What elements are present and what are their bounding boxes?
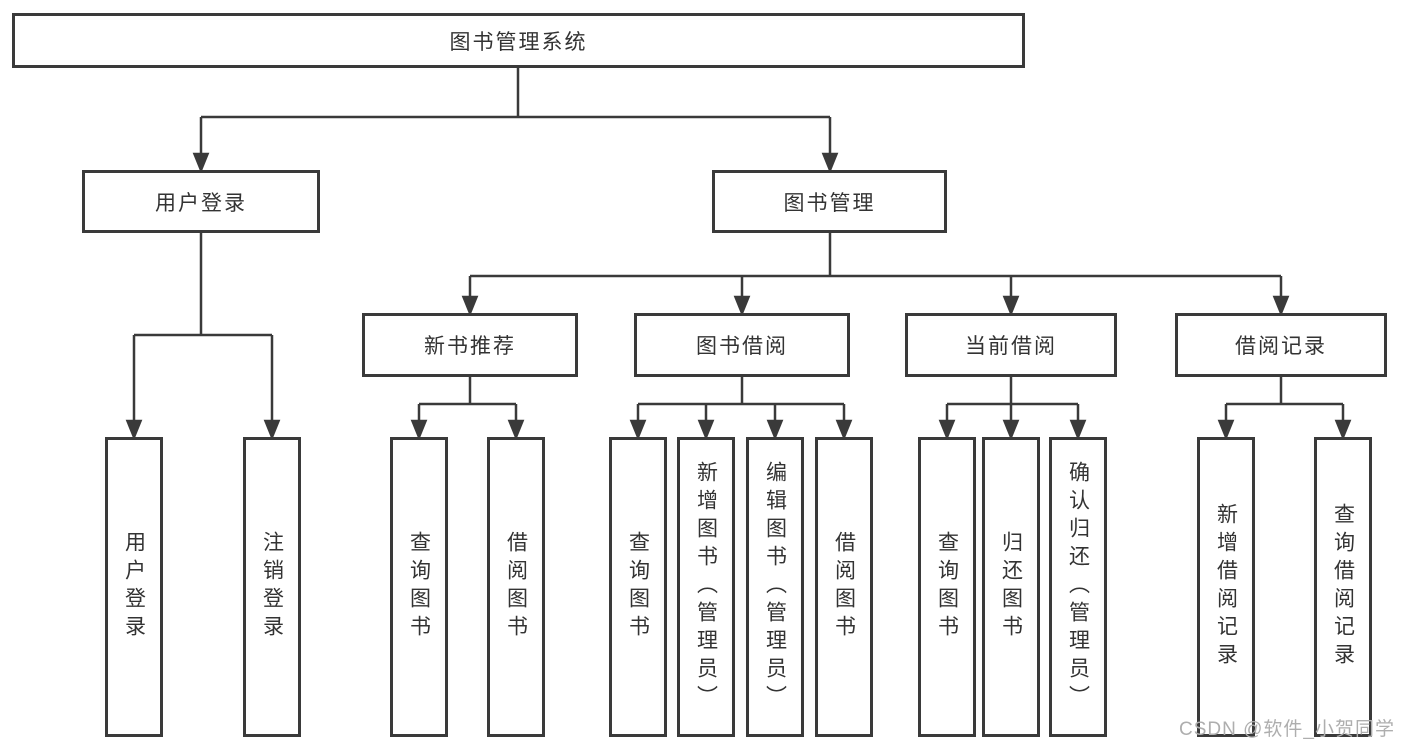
leaf-borrow-books-recommend: 借阅图书 (487, 437, 545, 737)
node-label: 新增图书（管理员） (694, 461, 718, 713)
node-label: 新增借阅记录 (1214, 503, 1238, 671)
leaf-logout: 注销登录 (243, 437, 301, 737)
connector-user-login-to-leaves (125, 233, 281, 441)
leaf-user-login: 用户登录 (105, 437, 163, 737)
node-label: 编辑图书（管理员） (763, 461, 787, 713)
node-label: 查询图书 (407, 531, 431, 643)
leaf-query-borrow-record: 查询借阅记录 (1314, 437, 1372, 737)
node-book-borrow: 图书借阅 (634, 313, 850, 377)
node-current-borrow: 当前借阅 (905, 313, 1117, 377)
leaf-confirm-return-admin: 确认归还（管理员） (1049, 437, 1107, 737)
node-label: 查询图书 (935, 531, 959, 643)
node-label: 查询图书 (626, 531, 650, 643)
leaf-borrow-books: 借阅图书 (815, 437, 873, 737)
leaf-query-books-borrow: 查询图书 (609, 437, 667, 737)
node-label: 图书管理系统 (449, 30, 588, 54)
node-book-management-module: 图书管理 (712, 170, 947, 233)
node-new-book-recommend: 新书推荐 (362, 313, 578, 377)
node-label: 用户登录 (122, 531, 146, 643)
node-label: 借阅图书 (832, 531, 856, 643)
node-root-system: 图书管理系统 (12, 13, 1025, 68)
connector-new-book-recommend-to-leaves (410, 377, 525, 441)
node-borrow-records: 借阅记录 (1175, 313, 1387, 377)
node-label: 归还图书 (999, 531, 1023, 643)
leaf-add-books-admin: 新增图书（管理员） (677, 437, 735, 737)
node-label: 查询借阅记录 (1331, 503, 1355, 671)
connector-book-management-to-level3 (461, 233, 1290, 317)
node-label: 确认归还（管理员） (1066, 461, 1090, 713)
node-label: 用户登录 (155, 191, 247, 215)
leaf-return-books: 归还图书 (982, 437, 1040, 737)
node-label: 注销登录 (260, 531, 284, 643)
csdn-watermark: CSDN @软件_小贺同学 (1179, 719, 1395, 740)
node-label: 借阅图书 (504, 531, 528, 643)
node-label: 新书推荐 (424, 335, 516, 358)
node-label: 借阅记录 (1235, 335, 1327, 358)
connector-borrow-records-to-leaves (1217, 377, 1352, 441)
leaf-query-books-current: 查询图书 (918, 437, 976, 737)
node-label: 图书借阅 (696, 335, 788, 358)
connector-current-borrow-to-leaves (938, 377, 1087, 441)
node-user-login-module: 用户登录 (82, 170, 320, 233)
node-label: 图书管理 (783, 191, 876, 215)
connector-book-borrow-to-leaves (629, 377, 853, 441)
leaf-edit-books-admin: 编辑图书（管理员） (746, 437, 804, 737)
connector-root-to-level2 (192, 68, 839, 174)
leaf-query-books-recommend: 查询图书 (390, 437, 448, 737)
leaf-add-borrow-record: 新增借阅记录 (1197, 437, 1255, 737)
node-label: 当前借阅 (965, 335, 1057, 358)
